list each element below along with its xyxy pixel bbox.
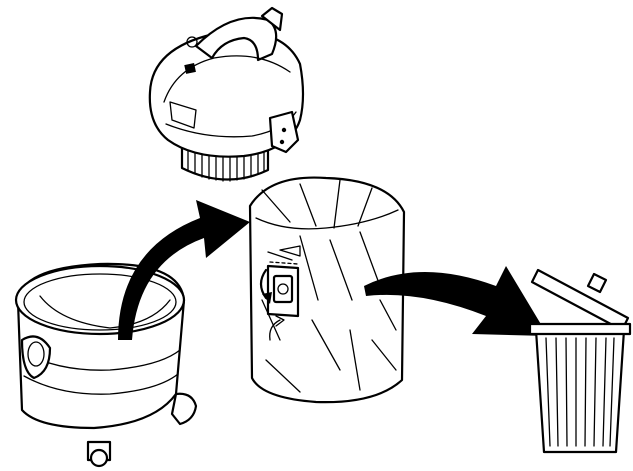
- trash-bin-icon: [530, 270, 630, 452]
- motor-head-icon: [150, 8, 303, 181]
- vacuum-container-icon: [16, 264, 196, 466]
